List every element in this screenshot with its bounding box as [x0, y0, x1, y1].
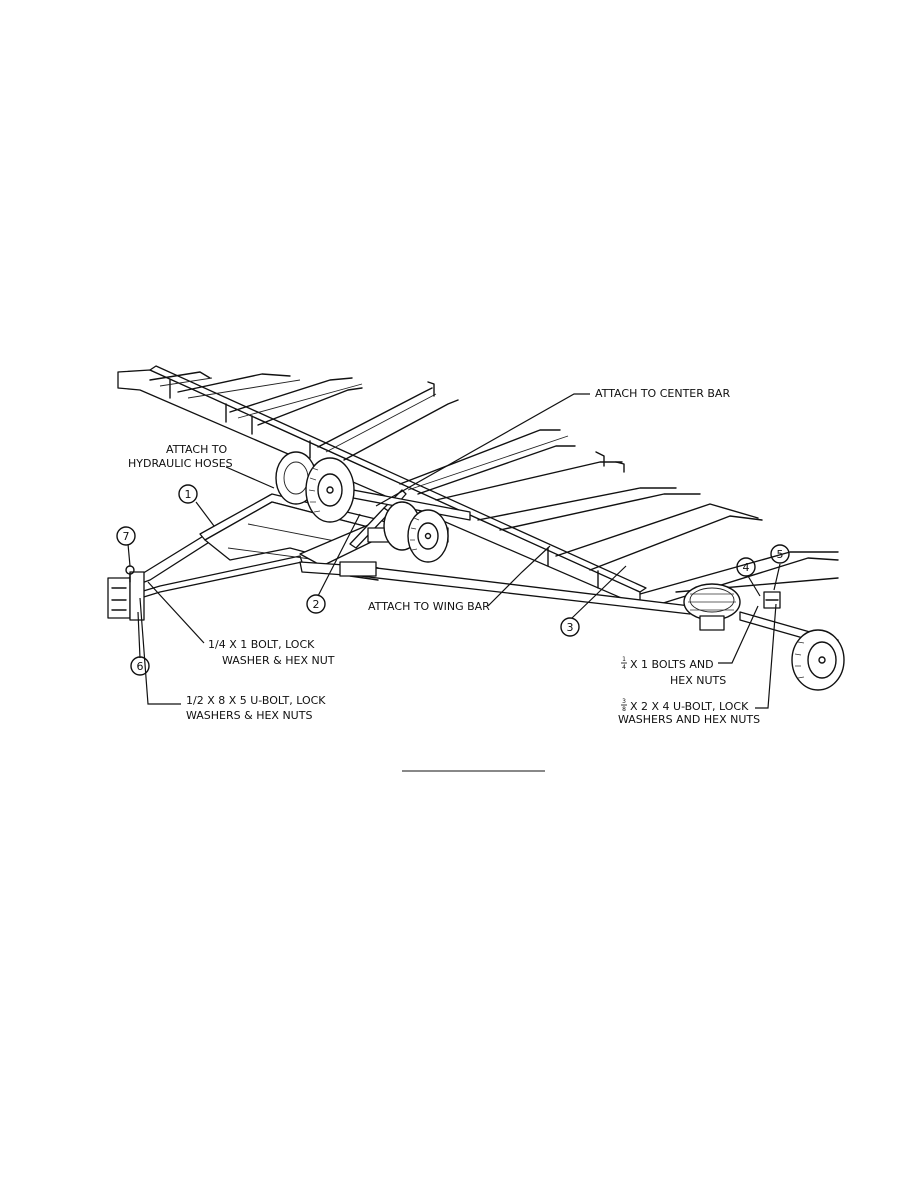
svg-text:2: 2: [313, 598, 320, 611]
svg-text:4: 4: [622, 664, 626, 671]
wing-gauge-wheel: [739, 611, 845, 691]
svg-text:3: 3: [567, 621, 574, 634]
svg-text:WASHERS AND HEX NUTS: WASHERS AND HEX NUTS: [618, 713, 760, 726]
callout-attach-center-bar: ATTACH TO CENTER BAR: [595, 387, 730, 400]
svg-text:4: 4: [743, 561, 750, 574]
svg-text:6: 6: [137, 660, 144, 673]
svg-text:8: 8: [622, 706, 626, 713]
item-balloon-2: 2: [306, 594, 326, 614]
item-balloon-6: 6: [130, 656, 150, 676]
callout-three-eighth-ubolt: 3 8 X 2 X 4 U-BOLT, LOCK WASHERS AND HEX…: [618, 698, 760, 726]
svg-text:X 1 BOLTS AND: X 1 BOLTS AND: [630, 658, 714, 671]
cart-tire-left-front: [305, 457, 355, 523]
item-balloon-7: 7: [116, 526, 136, 546]
svg-text:7: 7: [123, 530, 130, 543]
callout-attach-hydraulic-line1: ATTACH TO: [166, 443, 228, 456]
callout-quarter-bolts: 1 4 X 1 BOLTS AND HEX NUTS: [621, 656, 726, 687]
svg-text:5: 5: [777, 548, 784, 561]
svg-text:3: 3: [622, 698, 626, 705]
svg-text:1: 1: [185, 488, 192, 501]
item-balloon-3: 3: [560, 617, 580, 637]
svg-text:X 2 X 4 U-BOLT, LOCK: X 2 X 4 U-BOLT, LOCK: [630, 700, 749, 713]
callout-quarter-bolt-line1: 1/4 X 1 BOLT, LOCK: [208, 638, 315, 651]
harrow-toolbar: [117, 365, 647, 607]
callout-half-ubolt-line1: 1/2 X 8 X 5 U-BOLT, LOCK: [186, 694, 326, 707]
mounting-bracket: [763, 591, 781, 609]
callout-attach-wing-bar: ATTACH TO WING BAR: [368, 600, 490, 613]
callout-half-ubolt-line2: WASHERS & HEX NUTS: [186, 709, 312, 722]
hitch-frame: [107, 493, 401, 621]
item-balloon-4: 4: [736, 557, 756, 577]
svg-text:1: 1: [622, 656, 626, 663]
callout-attach-hydraulic-line2: HYDRAULIC HOSES: [128, 457, 233, 470]
item-balloon-5: 5: [770, 544, 790, 564]
cart-tire-right-front: [407, 509, 449, 563]
leader-lines: [127, 393, 781, 709]
svg-text:HEX NUTS: HEX NUTS: [670, 674, 726, 687]
item-balloon-1: 1: [178, 484, 198, 504]
wing-support-tire: [683, 583, 741, 631]
callout-quarter-bolt-line2: WASHER & HEX NUT: [222, 654, 335, 667]
